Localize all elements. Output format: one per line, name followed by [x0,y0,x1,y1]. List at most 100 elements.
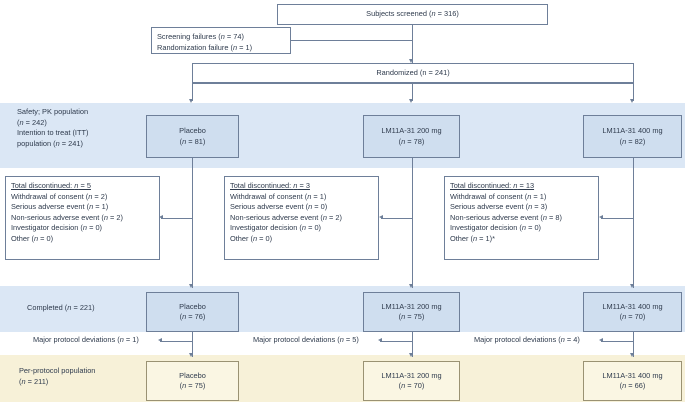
arm-box-placebo-safety[interactable]: Placebo (n = 81) [146,115,239,158]
arm-count: (n = 70) [619,312,646,321]
connector-to-deviations-2 [380,341,413,342]
arm-box-200mg-safety[interactable]: LM11A-31 200 mg (n = 78) [363,115,460,158]
arrowhead-placebo-perprotocol [189,353,194,357]
deviations-label-400mg: Major protocol deviations (n = 4) [474,335,580,344]
discontinued-box-400mg[interactable]: Total discontinued: n = 13 Withdrawal of… [444,176,599,260]
connector-bus-to-400mg [633,83,634,101]
discontinued-row: Other (n = 0) [11,233,54,243]
arrowhead-randomized [409,59,414,63]
completed-population-band [0,286,685,332]
discontinued-row: Investigator decision (n = 0) [450,223,542,232]
arm-name: LM11A-31 200 mg [381,370,442,380]
subjects-screened-label: Subjects screened (n = 316) [366,9,459,19]
per-protocol-line-1: Per-protocol population [19,366,96,375]
discontinued-row: Other (n = 0) [230,233,273,243]
arm-name: Placebo [179,370,206,380]
arrowhead-deviations-2 [378,338,382,343]
deviations-label-200mg: Major protocol deviations (n = 5) [253,335,359,344]
arm-box-placebo-completed[interactable]: Placebo (n = 76) [146,292,239,332]
connector-placebo-to-completed [192,158,193,288]
safety-population-line-3: Intention to treat (ITT) [17,128,89,137]
discontinued-row: Withdrawal of consent (n = 1) [230,191,327,201]
deviations-label-placebo: Major protocol deviations (n = 1) [33,335,139,344]
screening-exclusions-box[interactable]: Screening failures (n = 74) Randomizatio… [151,27,291,54]
arrowhead-200mg-arm [409,99,414,103]
arm-box-200mg-perprotocol[interactable]: LM11A-31 200 mg (n = 70) [363,361,460,401]
connector-400mg-to-completed [633,158,634,288]
discontinued-row: Serious adverse event (n = 1) [11,202,109,211]
discontinued-box-placebo[interactable]: Total discontinued: n = 5 Withdrawal of … [5,176,160,260]
discontinued-row: Serious adverse event (n = 0) [230,202,328,211]
discontinued-row: Withdrawal of consent (n = 1) [450,191,547,201]
discontinued-row: Investigator decision (n = 0) [230,223,322,232]
safety-population-label: Safety; PK population (n = 242) Intentio… [17,107,137,149]
connector-to-discontinued-2 [381,218,413,219]
arrowhead-placebo-arm [189,99,194,103]
screening-failures-label: Screening failures (n = 74) [157,32,244,41]
connector-bus-to-placebo [192,83,193,101]
completed-population-label: Completed (n = 221) [27,303,95,312]
arm-count: (n = 75) [398,312,425,321]
arrowhead-400mg-arm [630,99,635,103]
arm-box-400mg-perprotocol[interactable]: LM11A-31 400 mg (n = 66) [583,361,682,401]
discontinued-row: Non-serious adverse event (n = 2) [11,212,123,222]
randomized-box[interactable]: Randomized (n = 241) [192,63,634,83]
arrowhead-200mg-perprotocol [409,353,414,357]
arrowhead-discontinued-1 [159,215,163,220]
arm-count: (n = 66) [619,381,646,390]
arrowhead-discontinued-2 [379,215,383,220]
arm-box-400mg-completed[interactable]: LM11A-31 400 mg (n = 70) [583,292,682,332]
arrowhead-200mg-completed [409,284,414,288]
arm-count: (n = 75) [179,381,206,390]
discontinued-header: Total discontinued: n = 13 [450,181,535,190]
discontinued-row: Other (n = 1)* [450,233,495,243]
safety-population-line-4: population (n = 241) [17,138,83,148]
discontinued-row: Withdrawal of consent (n = 2) [11,191,108,201]
connector-200mg-to-completed [412,158,413,288]
arm-name: LM11A-31 200 mg [381,126,442,135]
connector-to-deviations-3 [601,341,634,342]
connector-to-discontinued-3 [601,218,634,219]
arrowhead-discontinued-3 [599,215,603,220]
discontinued-row: Non-serious adverse event (n = 8) [450,212,562,222]
discontinued-header: Total discontinued: n = 3 [230,181,310,190]
discontinued-box-200mg[interactable]: Total discontinued: n = 3 Withdrawal of … [224,176,379,260]
arm-name: LM11A-31 400 mg [602,370,663,380]
connector-bus-to-200mg [412,83,413,101]
arm-name: LM11A-31 400 mg [602,126,663,135]
arm-count: (n = 81) [179,136,206,146]
arm-name: Placebo [179,301,206,311]
connector-trunk-to-exclusions [243,40,413,41]
arm-count: (n = 76) [179,312,206,321]
arm-count: (n = 78) [398,136,425,146]
per-protocol-population-label: Per-protocol population (n = 211) [19,366,144,387]
connector-to-discontinued-1 [161,218,193,219]
arm-name: LM11A-31 200 mg [381,301,442,311]
arrowhead-400mg-completed [630,284,635,288]
connector-placebo-to-perprotocol [192,332,193,357]
connector-400mg-to-perprotocol [633,332,634,357]
discontinued-row: Serious adverse event (n = 3) [450,202,548,211]
arm-name: LM11A-31 400 mg [602,301,663,311]
randomized-label: Randomized (n = 241) [376,67,450,77]
arm-count: (n = 70) [398,381,425,390]
connector-to-deviations-1 [160,341,193,342]
safety-population-band [0,103,685,168]
randomization-failure-label: Randomization failure (n = 1) [157,42,253,52]
arm-box-400mg-safety[interactable]: LM11A-31 400 mg (n = 82) [583,115,682,158]
subjects-screened-box[interactable]: Subjects screened (n = 316) [277,4,548,25]
connector-randomization-bus [192,83,634,84]
connector-200mg-to-perprotocol [412,332,413,357]
discontinued-row: Non-serious adverse event (n = 2) [230,212,342,222]
arrowhead-deviations-3 [599,338,603,343]
arm-count: (n = 82) [619,136,646,146]
discontinued-header: Total discontinued: n = 5 [11,181,91,190]
arm-box-placebo-perprotocol[interactable]: Placebo (n = 75) [146,361,239,401]
arrowhead-deviations-1 [158,338,162,343]
arm-box-200mg-completed[interactable]: LM11A-31 200 mg (n = 75) [363,292,460,332]
arrowhead-400mg-perprotocol [630,353,635,357]
connector-screened-to-randomized [412,24,413,63]
per-protocol-population-band [0,355,685,402]
safety-population-line-2: (n = 242) [17,117,47,127]
